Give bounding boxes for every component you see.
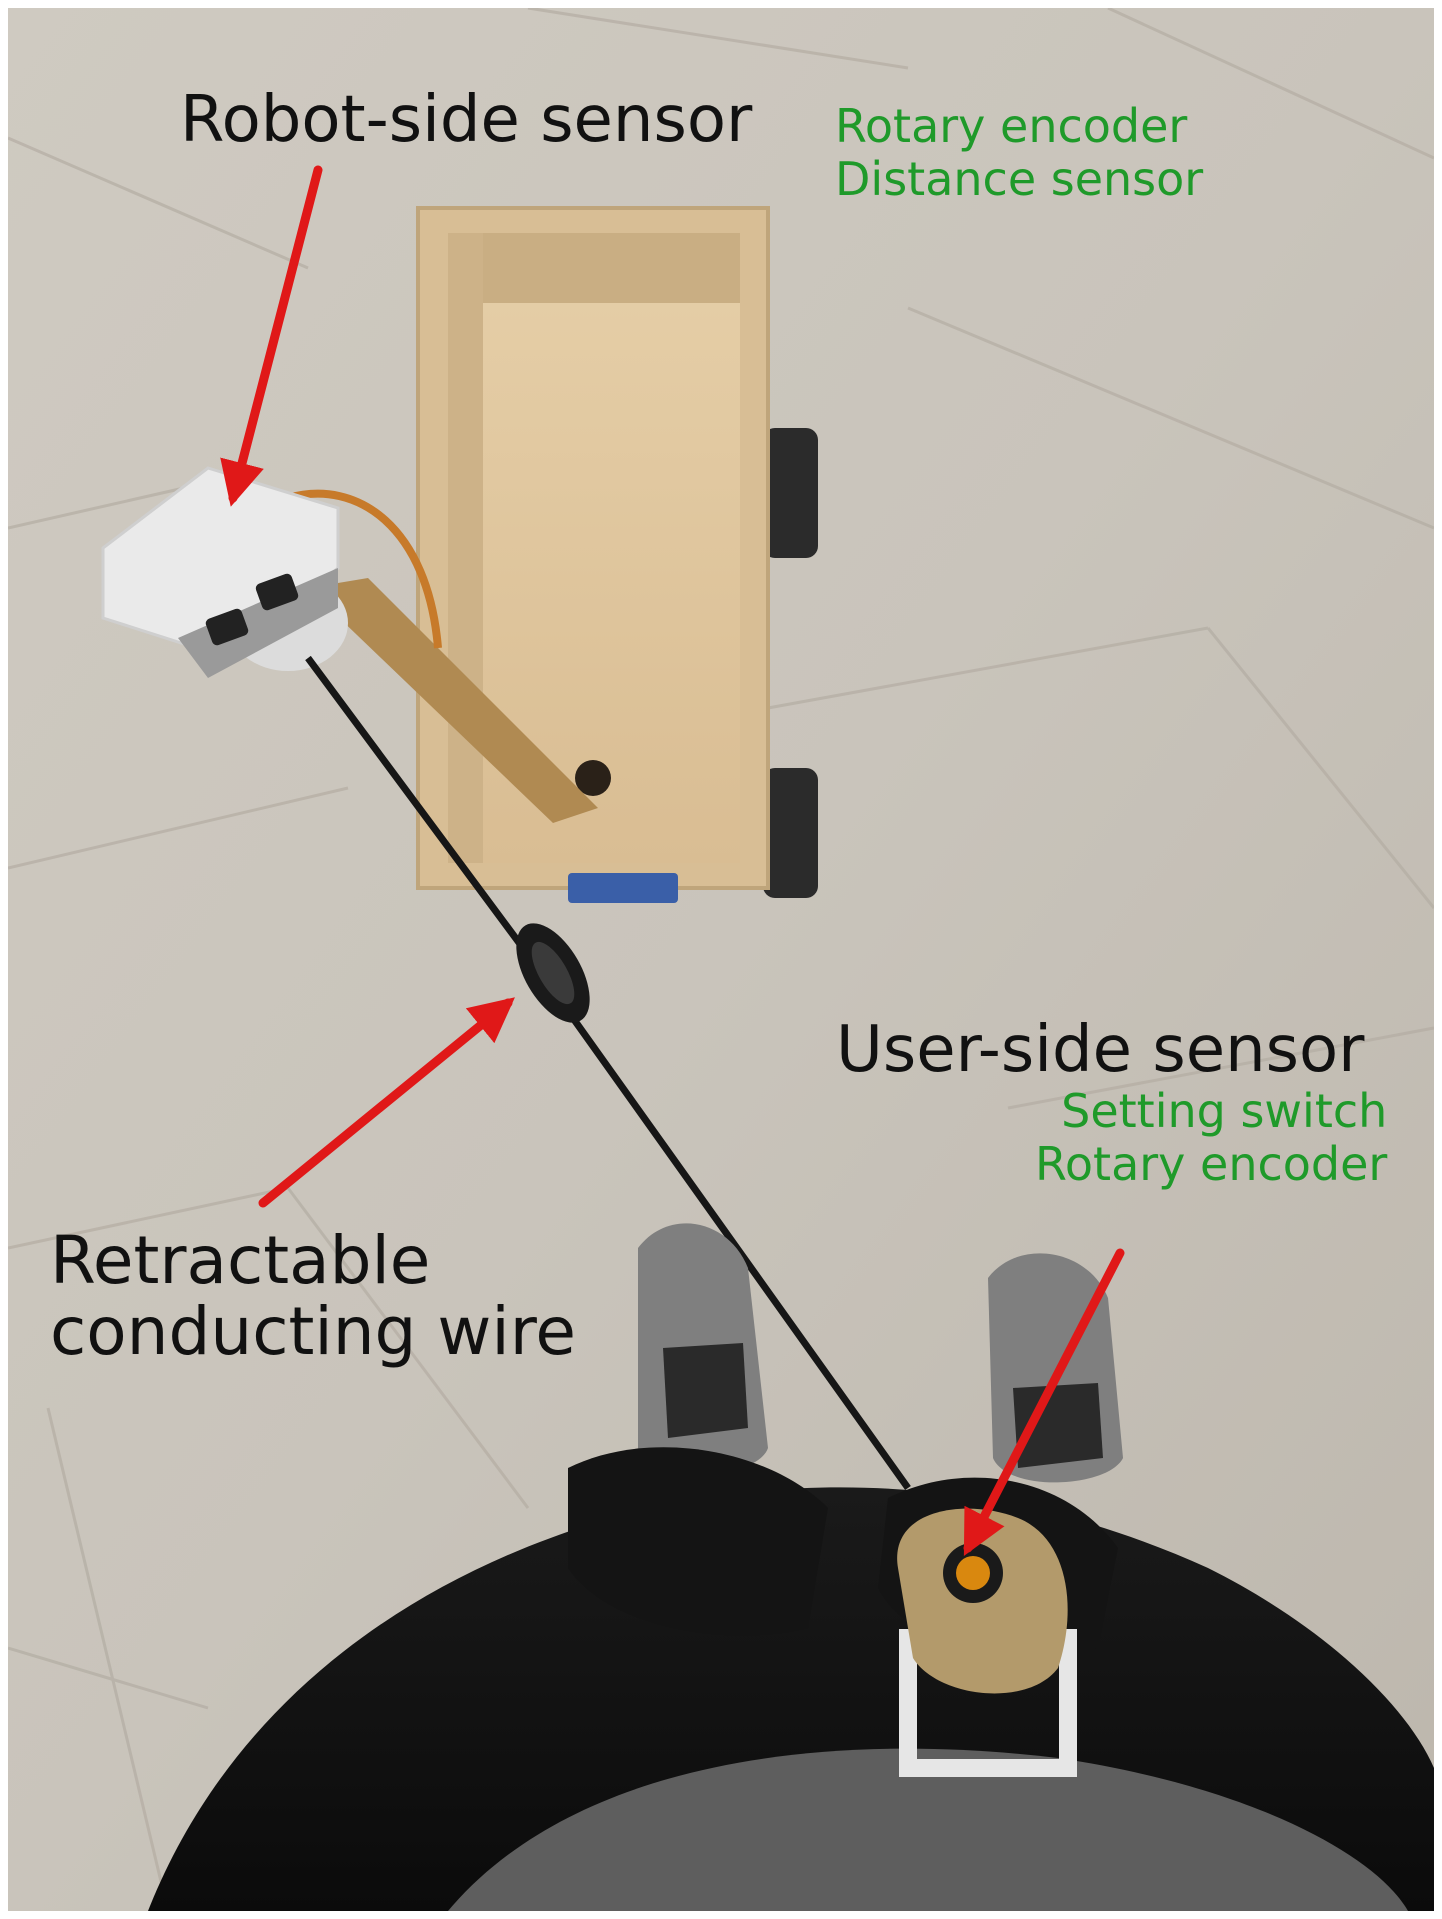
user-side-component: Setting switch	[1061, 1084, 1388, 1138]
robot-side-components: Rotary encoder Distance sensor	[835, 100, 1203, 206]
robot-side-component: Rotary encoder	[835, 99, 1188, 153]
arrow-wire	[258, 997, 515, 1208]
robot-side-sensor	[101, 466, 598, 823]
annotation-arrows	[220, 165, 1125, 1557]
cart	[416, 206, 818, 903]
conducting-wire	[305, 655, 911, 1491]
wire-label-line: conducting wire	[50, 1293, 577, 1371]
arrow-user-side	[963, 1248, 1125, 1557]
user-side-components: Setting switch Rotary encoder	[1035, 1085, 1387, 1191]
user-side-component: Rotary encoder	[1035, 1136, 1388, 1191]
wire-label: Retractable conducting wire	[50, 1225, 576, 1368]
arrow-robot-side	[220, 165, 323, 507]
user-side-sensor	[897, 1508, 1077, 1777]
user-side-title: User-side sensor	[836, 1013, 1365, 1087]
robot-side-title: Robot-side sensor	[180, 83, 753, 157]
robot-side-component: Distance sensor	[835, 151, 1204, 206]
photo	[8, 8, 1434, 1911]
wire-label-line: Retractable	[50, 1222, 431, 1299]
floor-seams	[8, 8, 1434, 1911]
person	[148, 1447, 1434, 1911]
